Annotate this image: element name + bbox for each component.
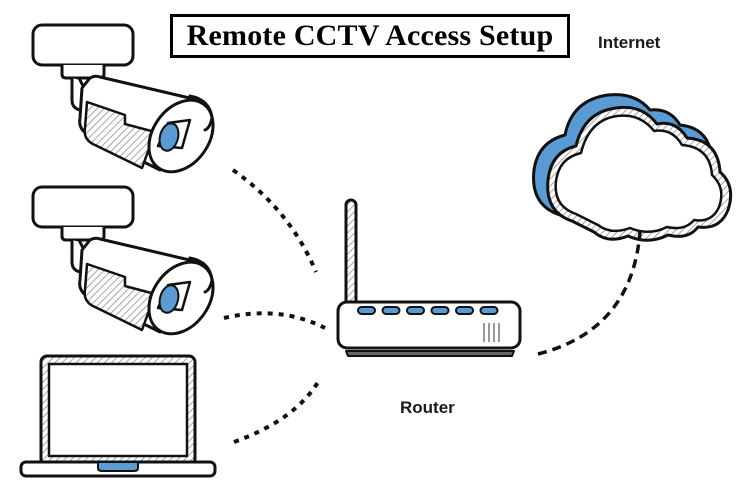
wifi-router [336,198,522,357]
router-led-3 [406,306,425,315]
router-vent [483,323,500,342]
router-led-2 [381,306,401,315]
link-laptop-router [233,380,320,444]
diagram-title: Remote CCTV Access Setup [186,19,554,52]
internet-cloud [532,93,733,242]
laptop [19,354,217,478]
router-label: Router [400,398,455,417]
link-router-internet [537,231,642,356]
router-led-4 [430,306,450,315]
camera-visor [188,256,214,294]
camera-lens [158,284,180,314]
link-camera1-router [231,168,318,273]
camera-visor [188,94,214,132]
router-antenna [344,198,358,312]
cctv-camera-1 [31,23,215,174]
camera-mount-neck [60,63,106,80]
camera-lens [158,122,180,152]
router-stand [345,350,515,357]
cloud-face [554,114,723,233]
link-camera2-router [223,311,326,330]
router-led-5 [455,306,474,315]
camera-mount-base [31,23,135,67]
laptop-screen [47,362,189,458]
laptop-touchpad-notch [97,461,139,472]
camera-body-hatch [83,262,157,332]
router-leds [357,306,499,315]
camera-mount-base [31,185,135,229]
camera-mount-neck [60,225,106,242]
cctv-camera-2 [31,185,215,336]
camera-body-hatch [83,100,157,170]
router-led-6 [479,306,499,315]
router-led-1 [357,306,376,315]
internet-label: Internet [598,33,661,52]
connections [223,168,642,444]
title-box: Remote CCTV Access Setup [170,14,570,58]
